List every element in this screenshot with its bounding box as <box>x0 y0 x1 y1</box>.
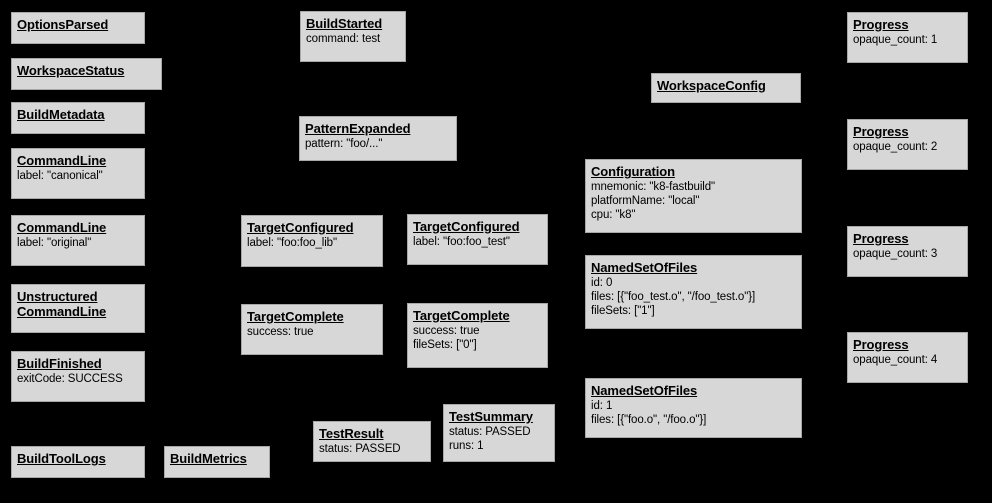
node-field: cpu: "k8" <box>591 209 636 221</box>
node-workspace-config[interactable]: WorkspaceConfig <box>651 73 801 103</box>
node-build-started[interactable]: BuildStarted command: test <box>300 11 406 62</box>
node-title: BuildStarted <box>306 16 383 31</box>
node-fields: opaque_count: 2 <box>853 140 962 154</box>
node-fields: label: "foo:foo_lib" <box>247 236 377 250</box>
node-fields: opaque_count: 1 <box>853 33 962 47</box>
node-target-complete-test[interactable]: TargetComplete success: true fileSets: ["0… <box>407 303 548 368</box>
node-title: Progress <box>853 231 909 246</box>
node-field: platformName: "local" <box>591 195 700 207</box>
node-field: runs: 1 <box>449 440 484 452</box>
node-title: Progress <box>853 17 909 32</box>
node-title: TargetConfigured <box>413 219 520 234</box>
node-title: NamedSetOfFiles <box>591 383 698 398</box>
node-build-finished[interactable]: BuildFinished exitCode: SUCCESS <box>11 351 145 402</box>
node-named-set-of-files-0[interactable]: NamedSetOfFiles id: 0 files: [{"foo_test.o… <box>585 255 802 329</box>
node-title: PatternExpanded <box>305 121 411 136</box>
node-fields: success: true <box>247 325 377 339</box>
node-title: OptionsParsed <box>17 17 109 32</box>
node-fields: id: 0 files: [{"foo_test.o", "/foo_test.o… <box>591 276 796 318</box>
node-fields: pattern: "foo/..." <box>305 137 451 151</box>
node-fields: exitCode: SUCCESS <box>17 372 139 386</box>
node-title: TestSummary <box>449 409 533 424</box>
node-field: opaque_count: 2 <box>853 141 938 153</box>
node-field: fileSets: ["0"] <box>413 339 477 351</box>
node-fields: label: "canonical" <box>17 169 139 183</box>
node-field: pattern: "foo/..." <box>305 138 383 150</box>
node-title: TargetComplete <box>247 309 344 324</box>
node-title: TargetConfigured <box>247 220 354 235</box>
node-field: opaque_count: 4 <box>853 354 938 366</box>
node-fields: status: PASSED runs: 1 <box>449 425 549 453</box>
node-field: files: [{"foo_test.o", "/foo_test.o"}] <box>591 291 756 303</box>
node-title: Progress <box>853 337 909 352</box>
node-title: CommandLine <box>17 153 107 168</box>
node-field: status: PASSED <box>449 426 531 438</box>
node-field: fileSets: ["1"] <box>591 305 655 317</box>
node-target-configured-foo-lib[interactable]: TargetConfigured label: "foo:foo_lib" <box>241 215 383 267</box>
node-fields: mnemonic: "k8-fastbuild" platformName: "l… <box>591 180 796 222</box>
node-options-parsed[interactable]: OptionsParsed <box>11 12 145 44</box>
node-pattern-expanded[interactable]: PatternExpanded pattern: "foo/..." <box>299 116 457 161</box>
node-field: id: 0 <box>591 277 613 289</box>
node-progress-3[interactable]: Progress opaque_count: 3 <box>847 226 968 277</box>
node-field: success: true <box>247 326 314 338</box>
node-fields: label: "foo:foo_test" <box>413 235 542 249</box>
node-progress-1[interactable]: Progress opaque_count: 1 <box>847 12 968 63</box>
node-test-result[interactable]: TestResult status: PASSED <box>313 421 431 462</box>
node-named-set-of-files-1[interactable]: NamedSetOfFiles id: 1 files: [{"foo.o", "/… <box>585 378 802 438</box>
node-unstructured-command-line[interactable]: Unstructured CommandLine <box>11 284 145 333</box>
node-field: exitCode: SUCCESS <box>17 373 123 385</box>
node-fields: success: true fileSets: ["0"] <box>413 324 542 352</box>
node-build-tool-logs[interactable]: BuildToolLogs <box>11 446 145 478</box>
node-progress-2[interactable]: Progress opaque_count: 2 <box>847 119 968 170</box>
node-build-metadata[interactable]: BuildMetadata <box>11 102 145 134</box>
node-field: mnemonic: "k8-fastbuild" <box>591 181 716 193</box>
node-field: opaque_count: 3 <box>853 248 938 260</box>
node-workspace-status[interactable]: WorkspaceStatus <box>11 58 162 90</box>
node-title: Progress <box>853 124 909 139</box>
node-title: NamedSetOfFiles <box>591 260 698 275</box>
node-fields: opaque_count: 4 <box>853 353 962 367</box>
node-title: BuildMetadata <box>17 107 105 122</box>
node-progress-4[interactable]: Progress opaque_count: 4 <box>847 332 968 383</box>
node-field: opaque_count: 1 <box>853 34 938 46</box>
node-build-metrics[interactable]: BuildMetrics <box>164 446 270 478</box>
node-configuration[interactable]: Configuration mnemonic: "k8-fastbuild" pla… <box>585 159 802 233</box>
node-title: BuildMetrics <box>170 451 247 466</box>
node-field: label: "canonical" <box>17 170 103 182</box>
node-field: label: "foo:foo_test" <box>413 236 510 248</box>
node-field: status: PASSED <box>319 443 401 455</box>
node-title: WorkspaceStatus <box>17 63 125 78</box>
node-fields: status: PASSED <box>319 442 425 456</box>
node-command-line-original[interactable]: CommandLine label: "original" <box>11 215 145 266</box>
node-fields: command: test <box>306 32 400 46</box>
node-title: Unstructured CommandLine <box>17 289 107 319</box>
node-target-complete-lib[interactable]: TargetComplete success: true <box>241 304 383 355</box>
node-title: BuildFinished <box>17 356 102 371</box>
node-target-configured-foo-test[interactable]: TargetConfigured label: "foo:foo_test" <box>407 214 548 265</box>
node-field: files: [{"foo.o", "/foo.o"}] <box>591 414 707 426</box>
node-field: label: "original" <box>17 237 92 249</box>
node-command-line-canonical[interactable]: CommandLine label: "canonical" <box>11 148 145 199</box>
node-fields: label: "original" <box>17 236 139 250</box>
node-title: BuildToolLogs <box>17 451 106 466</box>
node-fields: id: 1 files: [{"foo.o", "/foo.o"}] <box>591 399 796 427</box>
node-field: id: 1 <box>591 400 613 412</box>
node-fields: opaque_count: 3 <box>853 247 962 261</box>
node-field: success: true <box>413 325 480 337</box>
node-field: command: test <box>306 33 381 45</box>
node-title: CommandLine <box>17 220 107 235</box>
node-field: label: "foo:foo_lib" <box>247 237 337 249</box>
node-title: WorkspaceConfig <box>657 78 766 93</box>
node-test-summary[interactable]: TestSummary status: PASSED runs: 1 <box>443 404 555 462</box>
node-title: TargetComplete <box>413 308 510 323</box>
node-title: Configuration <box>591 164 675 179</box>
node-title: TestResult <box>319 426 384 441</box>
